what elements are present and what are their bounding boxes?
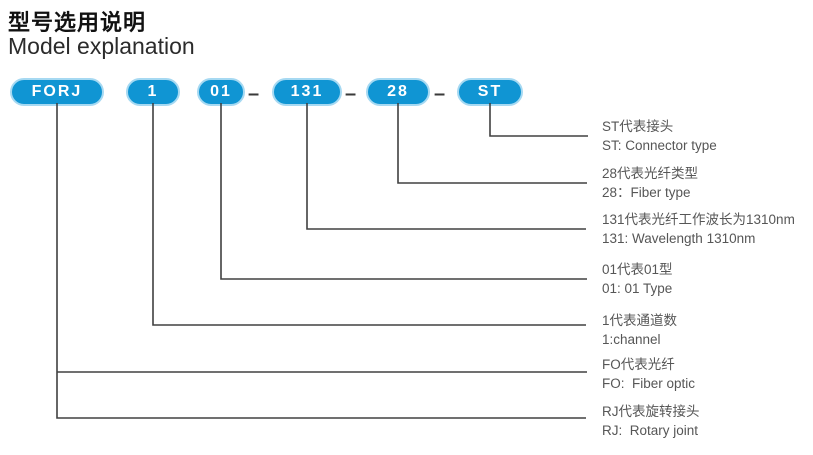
segment-separator: – bbox=[344, 82, 357, 105]
annotation-fo-zh: FO代表光纤 bbox=[602, 357, 675, 372]
annotation-st: ST代表接头 ST: Connector type bbox=[602, 117, 813, 155]
annotation-28-zh: 28代表光纤类型 bbox=[602, 166, 699, 181]
annotation-1: 1代表通道数 1:channel bbox=[602, 311, 813, 349]
annotation-fo: FO代表光纤 FO: Fiber optic bbox=[602, 355, 813, 393]
model-segment-channel: 1 bbox=[126, 78, 180, 106]
model-segment-fiber: 28 bbox=[366, 78, 430, 106]
annotation-st-zh: ST代表接头 bbox=[602, 119, 674, 134]
annotation-fo-en: FO: Fiber optic bbox=[602, 376, 696, 391]
leader-line-01 bbox=[220, 103, 587, 280]
annotation-rj: RJ代表旋转接头 RJ: Rotary joint bbox=[602, 402, 813, 440]
annotation-01: 01代表01型 01: 01 Type bbox=[602, 260, 813, 298]
leader-line-fo-rj bbox=[56, 103, 586, 419]
model-segment-type: 01 bbox=[197, 78, 245, 106]
segment-separator: – bbox=[247, 82, 260, 105]
annotation-1-en: 1:channel bbox=[602, 332, 661, 347]
leader-line-28 bbox=[397, 103, 587, 184]
leader-line-st bbox=[489, 103, 588, 137]
page-title-chinese: 型号选用说明 bbox=[8, 10, 147, 35]
leader-line-1 bbox=[152, 103, 586, 326]
annotation-rj-en: RJ: Rotary joint bbox=[602, 423, 699, 438]
annotation-28: 28代表光纤类型 28：Fiber type bbox=[602, 164, 813, 202]
annotation-rj-zh: RJ代表旋转接头 bbox=[602, 404, 700, 419]
annotation-01-en: 01: 01 Type bbox=[602, 281, 673, 296]
annotation-1-zh: 1代表通道数 bbox=[602, 313, 678, 328]
segment-separator: – bbox=[433, 82, 446, 105]
annotation-131: 131代表光纤工作波长为1310nm 131: Wavelength 1310n… bbox=[602, 210, 813, 248]
annotation-st-en: ST: Connector type bbox=[602, 138, 717, 153]
annotation-131-zh: 131代表光纤工作波长为1310nm bbox=[602, 212, 795, 227]
annotation-28-en: 28：Fiber type bbox=[602, 185, 691, 200]
leader-line-131 bbox=[306, 103, 586, 230]
annotation-01-zh: 01代表01型 bbox=[602, 262, 673, 277]
annotation-131-en: 131: Wavelength 1310nm bbox=[602, 231, 756, 246]
page-title-english: Model explanation bbox=[8, 33, 195, 59]
